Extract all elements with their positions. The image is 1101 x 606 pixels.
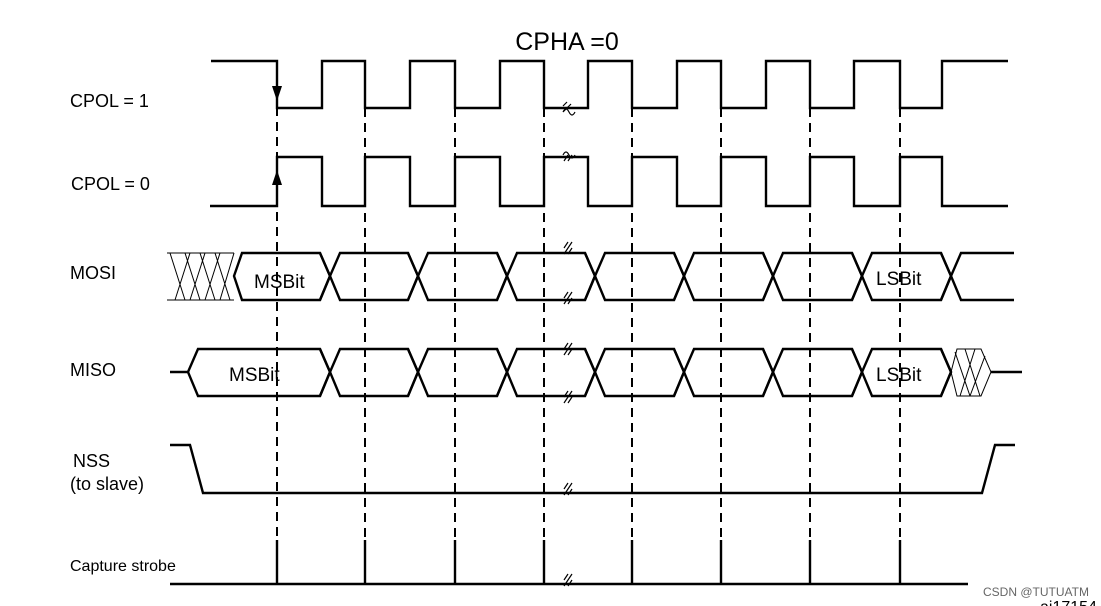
mosi-bus bbox=[167, 251, 1014, 302]
label-nss: NSS bbox=[73, 451, 110, 471]
break-mark bbox=[563, 390, 573, 404]
timing-guides bbox=[276, 62, 901, 585]
miso-msb-label: MSBit bbox=[229, 365, 280, 386]
label-miso: MISO bbox=[70, 360, 116, 380]
time-break-marks bbox=[562, 101, 576, 587]
label-cpol1: CPOL = 1 bbox=[70, 91, 149, 111]
label-mosi: MOSI bbox=[70, 263, 116, 283]
miso-lsb-label: LSBit bbox=[876, 365, 922, 386]
label-capture: Capture strobe bbox=[70, 558, 176, 575]
label-nss-sub: (to slave) bbox=[70, 474, 144, 494]
rising-edge-arrow bbox=[272, 170, 282, 185]
break-mark bbox=[562, 101, 576, 116]
break-mark bbox=[562, 151, 576, 162]
label-cpol0: CPOL = 0 bbox=[71, 174, 150, 194]
figure-id: ai17154 bbox=[1040, 599, 1097, 606]
watermark: CSDN @TUTUATM bbox=[983, 585, 1089, 599]
diagram-title: CPHA =0 bbox=[515, 28, 619, 56]
mosi-msb-label: MSBit bbox=[254, 272, 305, 293]
break-mark bbox=[563, 573, 573, 587]
break-mark bbox=[563, 342, 573, 356]
cpol0-waveform bbox=[210, 155, 1008, 208]
falling-edge-arrow bbox=[272, 86, 282, 101]
cpol1-waveform bbox=[211, 59, 1008, 110]
capture-strobe-waveform bbox=[170, 540, 968, 586]
break-mark bbox=[563, 482, 573, 496]
break-mark bbox=[563, 291, 573, 305]
miso-bus bbox=[170, 347, 1022, 398]
nss-waveform bbox=[170, 443, 1015, 495]
mosi-lsb-label: LSBit bbox=[876, 269, 922, 290]
break-mark bbox=[563, 241, 573, 255]
